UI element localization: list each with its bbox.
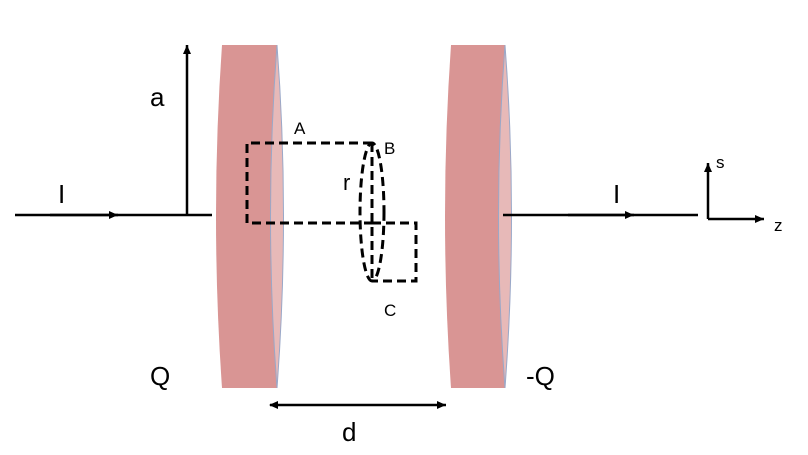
label-charge-right: -Q — [526, 361, 555, 391]
label-point-b: B — [384, 139, 395, 158]
left-plate — [216, 44, 284, 389]
right-plate — [445, 44, 512, 389]
label-point-c: C — [384, 301, 396, 320]
label-axis-z: z — [774, 216, 783, 235]
label-radius-a: a — [150, 82, 165, 112]
label-charge-left: Q — [150, 361, 170, 391]
amperian-rectangle-ab — [245, 141, 372, 225]
left-plate-rim — [270, 44, 284, 389]
label-separation-d: d — [342, 417, 356, 447]
label-current-right: I — [613, 179, 620, 209]
label-point-a: A — [294, 119, 306, 138]
label-axis-s: s — [716, 153, 725, 172]
right-plate-rim — [498, 44, 512, 389]
right-plate-face — [445, 45, 505, 388]
loop-ellipse — [358, 141, 386, 283]
amperian-box-c — [372, 221, 418, 283]
label-radius-r: r — [343, 170, 350, 195]
label-current-left: I — [58, 179, 65, 209]
